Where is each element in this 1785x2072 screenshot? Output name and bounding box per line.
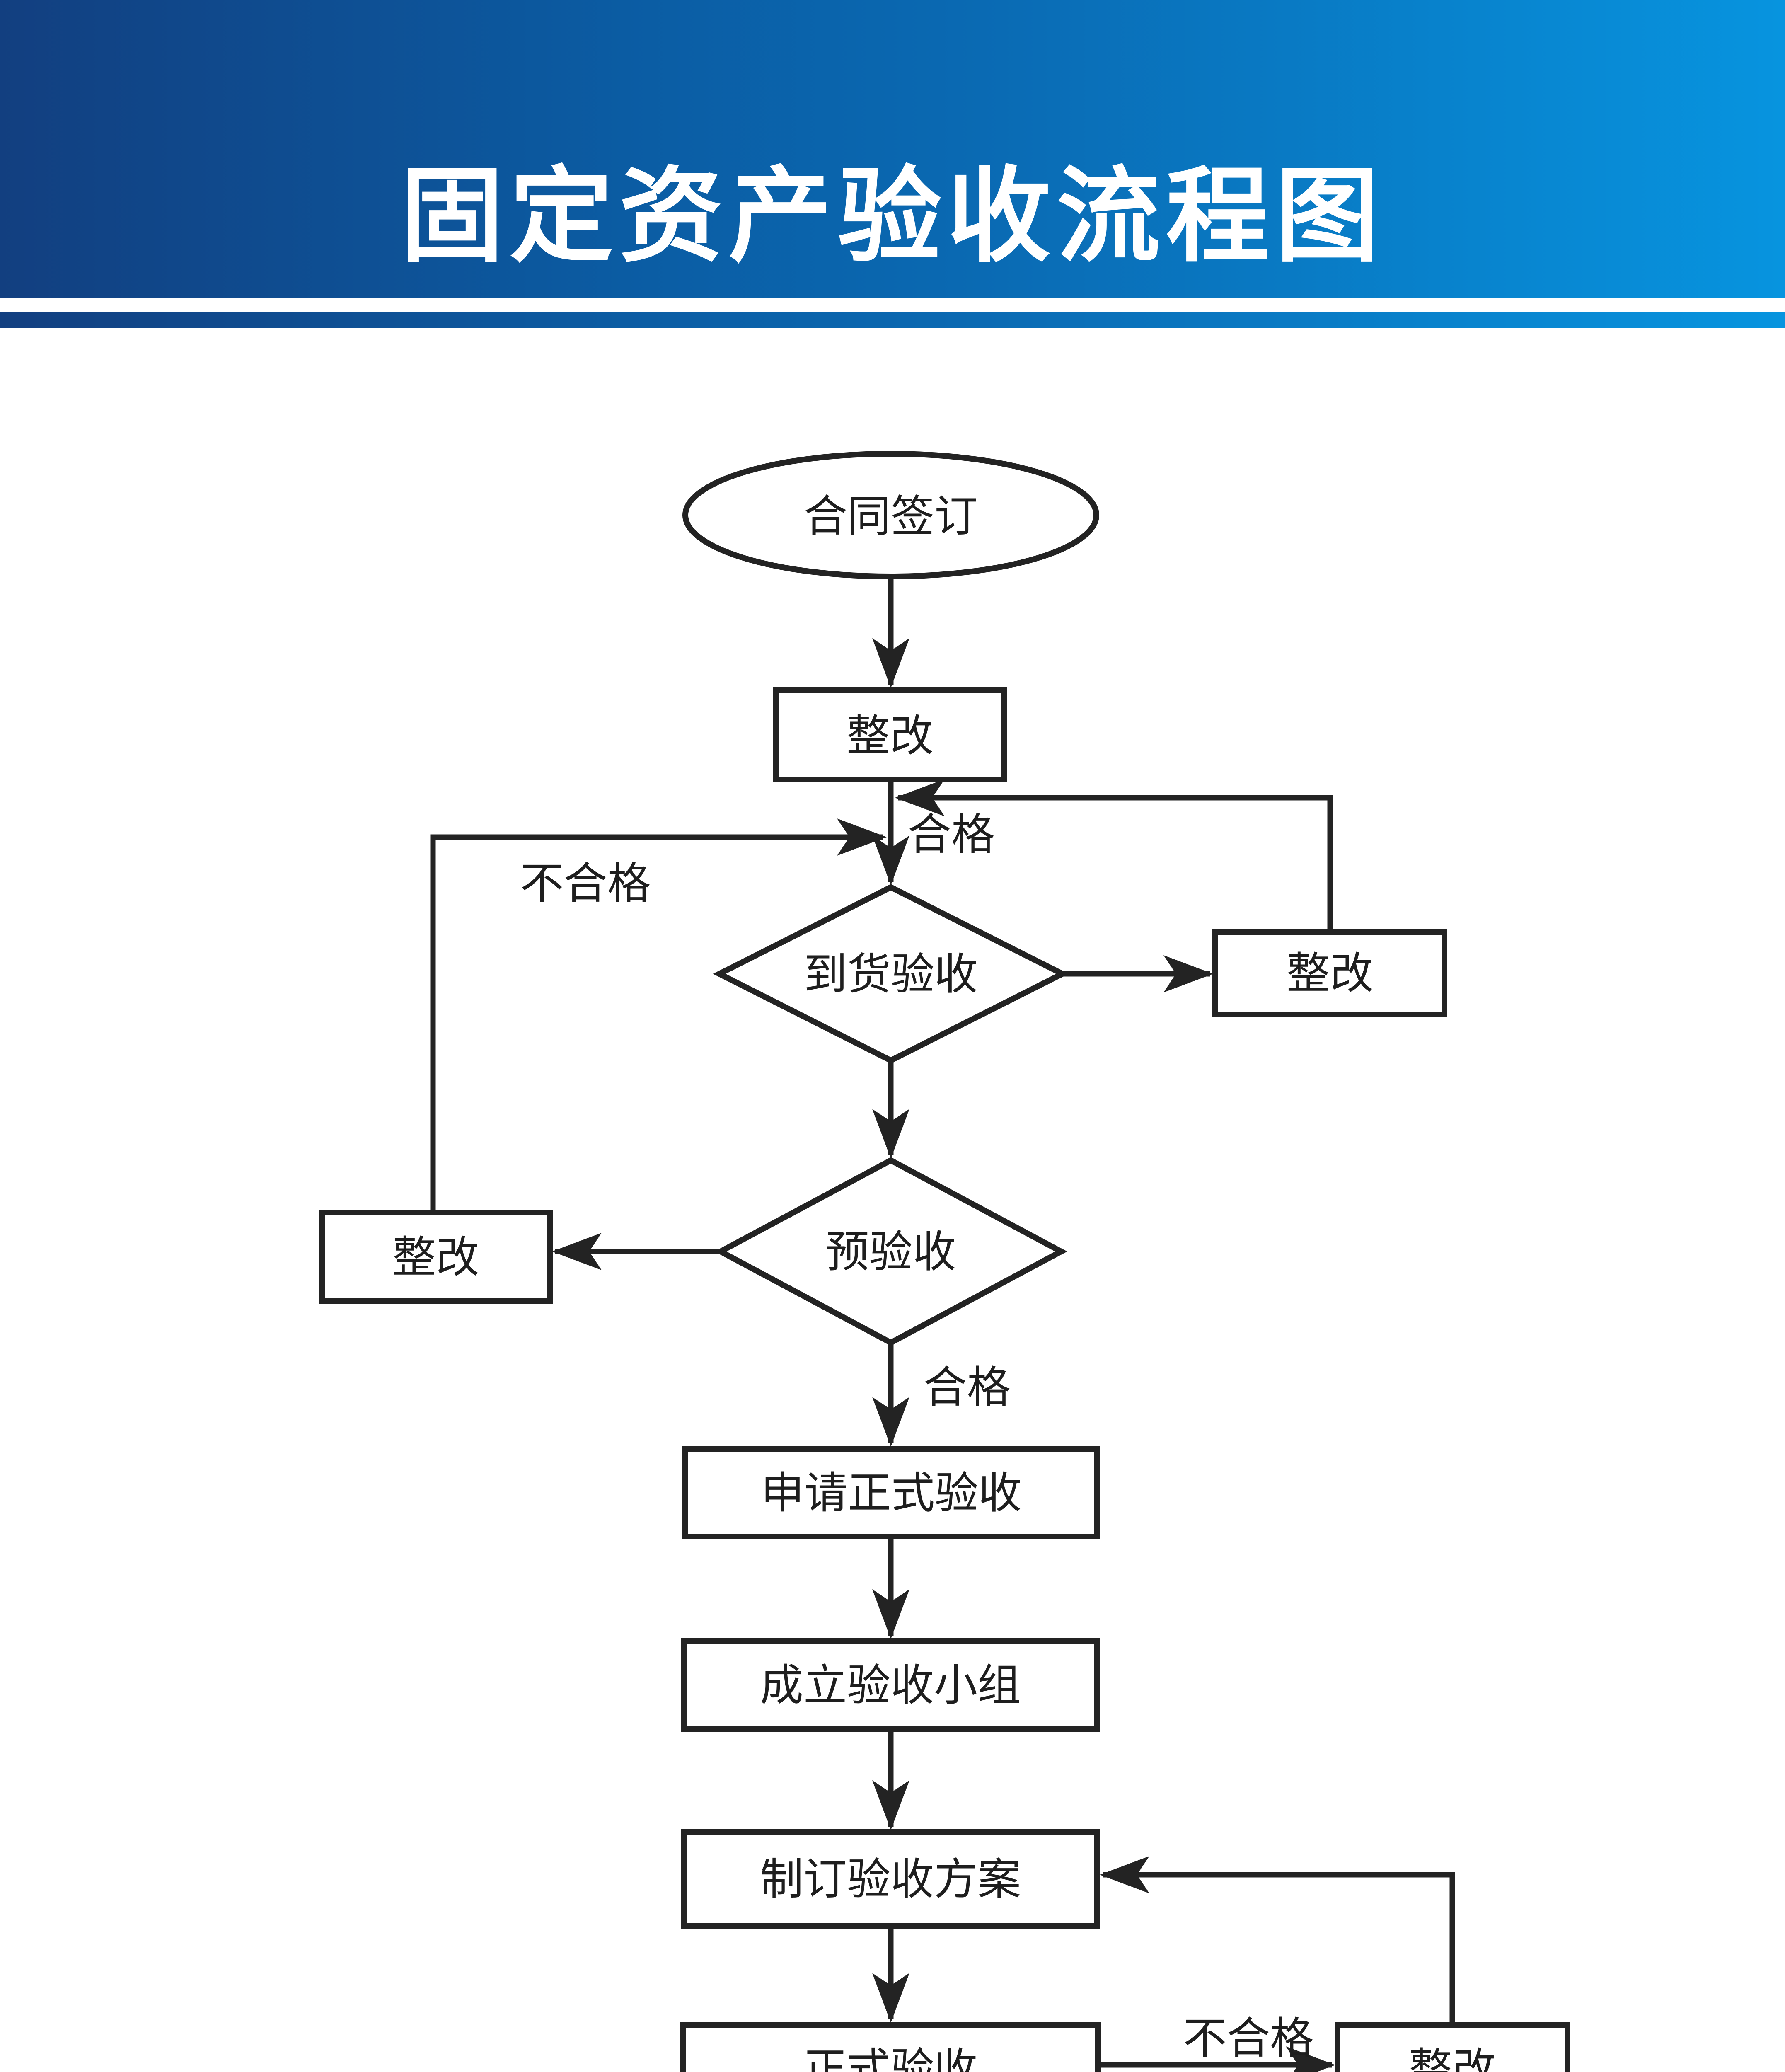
node-arrival-check: 到货验收	[713, 884, 1069, 1064]
node-pre-check: 预验收	[714, 1157, 1067, 1346]
node-make-plan: 制订验收方案	[681, 1829, 1100, 1929]
node-formal-check: 正式验收	[680, 2022, 1101, 2072]
edge-label-pass1: 合格	[908, 811, 995, 859]
edge-rectify3-loop-back	[430, 818, 887, 1213]
rectify1-label: 整改	[847, 712, 934, 760]
rectify1-box	[773, 687, 1007, 782]
pre-check-diamond	[714, 1157, 1067, 1346]
node-form-team: 成立验收小组	[681, 1638, 1100, 1732]
apply-formal-box	[682, 1446, 1100, 1539]
node-apply-formal: 申请正式验收	[682, 1446, 1100, 1539]
pre-check-label: 预验收	[825, 1228, 956, 1276]
edge-rectify2-loop-back	[895, 779, 1333, 932]
form-team-label: 成立验收小组	[760, 1661, 1021, 1710]
edge-label-fail2: 不合格	[1183, 2014, 1313, 2063]
start-label: 合同签订	[804, 492, 978, 541]
page-title: 固定资产验收流程图	[400, 158, 1385, 274]
node-start: 合同签订	[682, 451, 1099, 579]
rectify2-box	[1212, 929, 1447, 1017]
form-team-box	[681, 1638, 1100, 1732]
arrival-check-label: 到货验收	[804, 950, 978, 999]
apply-formal-label: 申请正式验收	[761, 1469, 1022, 1518]
start-ellipse	[682, 451, 1099, 579]
rectify2-label: 整改	[1287, 949, 1374, 998]
node-rectify4: 整改	[1335, 2022, 1570, 2072]
rectify4-label: 整改	[1409, 2045, 1496, 2072]
edge-rectify4-loop-back	[1100, 1856, 1455, 2025]
arrival-check-diamond	[713, 884, 1069, 1064]
node-rectify1: 整改	[773, 687, 1007, 782]
rectify3-box	[319, 1210, 553, 1304]
header-band	[0, 0, 1785, 298]
edge-label-fail1: 不合格	[520, 859, 651, 908]
rectify3-label: 整改	[392, 1233, 479, 1282]
divider-stripe-top	[0, 312, 1785, 328]
node-rectify3: 整改	[319, 1210, 553, 1304]
formal-check-box	[680, 2022, 1101, 2072]
formal-check-label: 正式验收	[803, 2045, 977, 2072]
rectify4-box	[1335, 2022, 1570, 2072]
edge-label-pass2: 合格	[924, 1363, 1011, 1412]
node-rectify2: 整改	[1212, 929, 1447, 1017]
make-plan-label: 制订验收方案	[760, 1855, 1021, 1904]
make-plan-box	[681, 1829, 1100, 1929]
